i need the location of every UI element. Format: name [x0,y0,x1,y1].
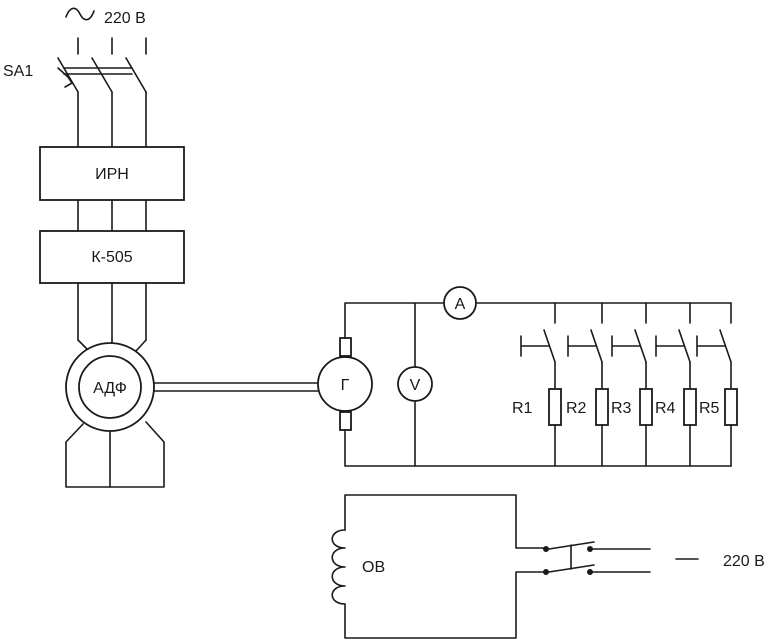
field-circuit: ОВ 220 В [331,494,765,639]
resistor-label-r2: R2 [566,400,587,417]
block-k505-label: К-505 [91,249,132,266]
load-branch-r5: R5 [696,302,738,467]
switch-label-sa1: SA1 [3,63,33,80]
block-irn-label: ИРН [95,166,129,183]
motor-adf: АДФ [65,342,165,488]
generator-g: Г [317,337,373,431]
supply-source: 220 В [65,7,146,27]
load-bank: R1 R2 R3 R4 [512,302,738,467]
ac-symbol-icon [65,7,95,21]
load-branch-r3: R3 [611,302,653,467]
field-winding-label: ОВ [362,559,385,576]
voltmeter: V [397,366,433,402]
generator-label: Г [341,377,350,394]
voltmeter-label: V [410,377,421,394]
field-winding-coil-icon [331,529,346,605]
field-supply-voltage-label: 220 В [723,553,765,570]
resistor-label-r5: R5 [699,400,720,417]
ammeter-label: A [455,296,466,313]
resistor-label-r3: R3 [611,400,632,417]
ammeter: A [443,286,477,320]
resistor-label-r4: R4 [655,400,676,417]
field-switch [543,541,651,575]
load-branch-r2: R2 [566,302,609,467]
shaft [153,382,319,392]
block-irn: ИРН [39,146,185,201]
motor-label: АДФ [93,380,127,397]
block-k505: К-505 [39,230,185,284]
supply-voltage-label: 220 В [104,10,146,27]
load-branch-r4: R4 [655,302,697,467]
resistor-label-r1: R1 [512,400,533,417]
load-branch-r1: R1 [512,302,562,467]
main-switch-sa1: SA1 [3,37,147,148]
